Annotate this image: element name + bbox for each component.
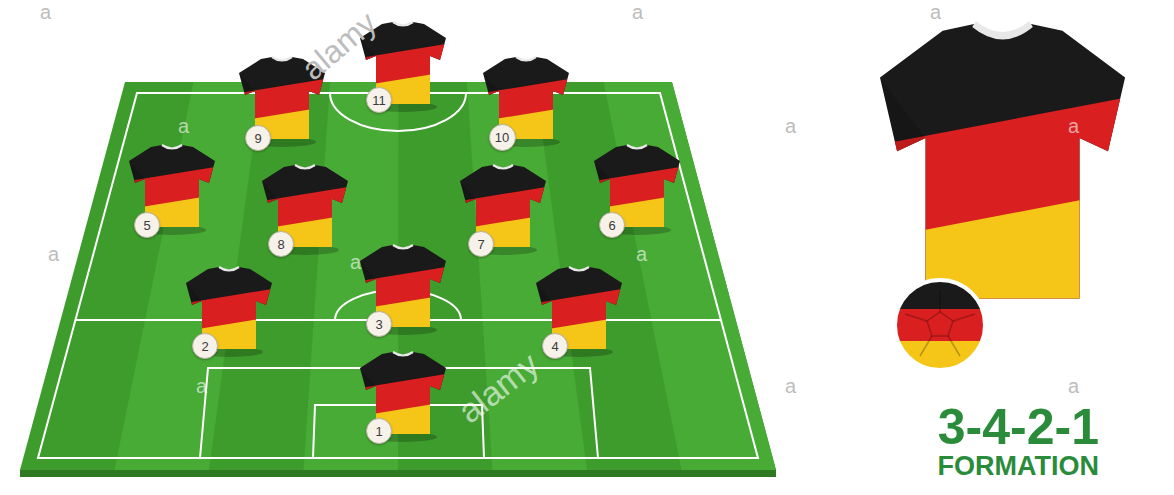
ball-rim [895, 280, 985, 370]
number-text: 6 [608, 219, 615, 232]
watermark: a [178, 116, 189, 136]
pitch-stripe [604, 82, 776, 470]
kit-shirt [880, 24, 1125, 299]
watermark: a [632, 2, 643, 22]
watermark: a [1068, 116, 1079, 136]
player-number: 10 [489, 124, 516, 151]
number-text: 9 [254, 132, 261, 145]
watermark: a [40, 2, 51, 22]
shirt-shadows [138, 102, 671, 442]
number-text: 5 [143, 219, 150, 232]
number-text: 11 [372, 94, 386, 107]
ball-panels [905, 290, 975, 356]
formation-label: FORMATION [938, 453, 1099, 480]
watermark: a [196, 376, 207, 396]
watermark: a [785, 116, 796, 136]
player-number: 7 [468, 231, 494, 257]
player-number: 1 [366, 418, 392, 444]
watermark: a [785, 376, 796, 396]
watermark: a [636, 244, 647, 264]
number-text: 8 [277, 238, 284, 251]
watermark: a [930, 2, 941, 22]
player-number: 6 [599, 212, 625, 238]
player-number: 9 [245, 125, 271, 151]
pitch [20, 82, 776, 470]
player-number: 11 [366, 87, 392, 113]
touch-line [38, 93, 758, 458]
ball-red [890, 309, 990, 341]
number-text: 3 [375, 318, 382, 331]
ball [890, 275, 990, 375]
player-number: 5 [134, 212, 160, 238]
player-number: 4 [542, 333, 568, 359]
pitch-lines [38, 93, 758, 458]
number-text: 4 [551, 340, 558, 353]
player-number: 2 [192, 333, 218, 359]
player-number: 8 [268, 231, 294, 257]
number-text: 7 [477, 238, 484, 251]
watermark: a [48, 244, 59, 264]
player-number: 3 [366, 311, 392, 337]
watermark: a [350, 252, 361, 272]
number-text: 2 [201, 340, 208, 353]
watermark: a [1068, 376, 1079, 396]
number-text: 1 [375, 425, 382, 438]
number-text: 10 [495, 131, 509, 144]
formation-title: 3-4-2-1 [938, 402, 1099, 452]
pitch-edge [20, 470, 776, 477]
